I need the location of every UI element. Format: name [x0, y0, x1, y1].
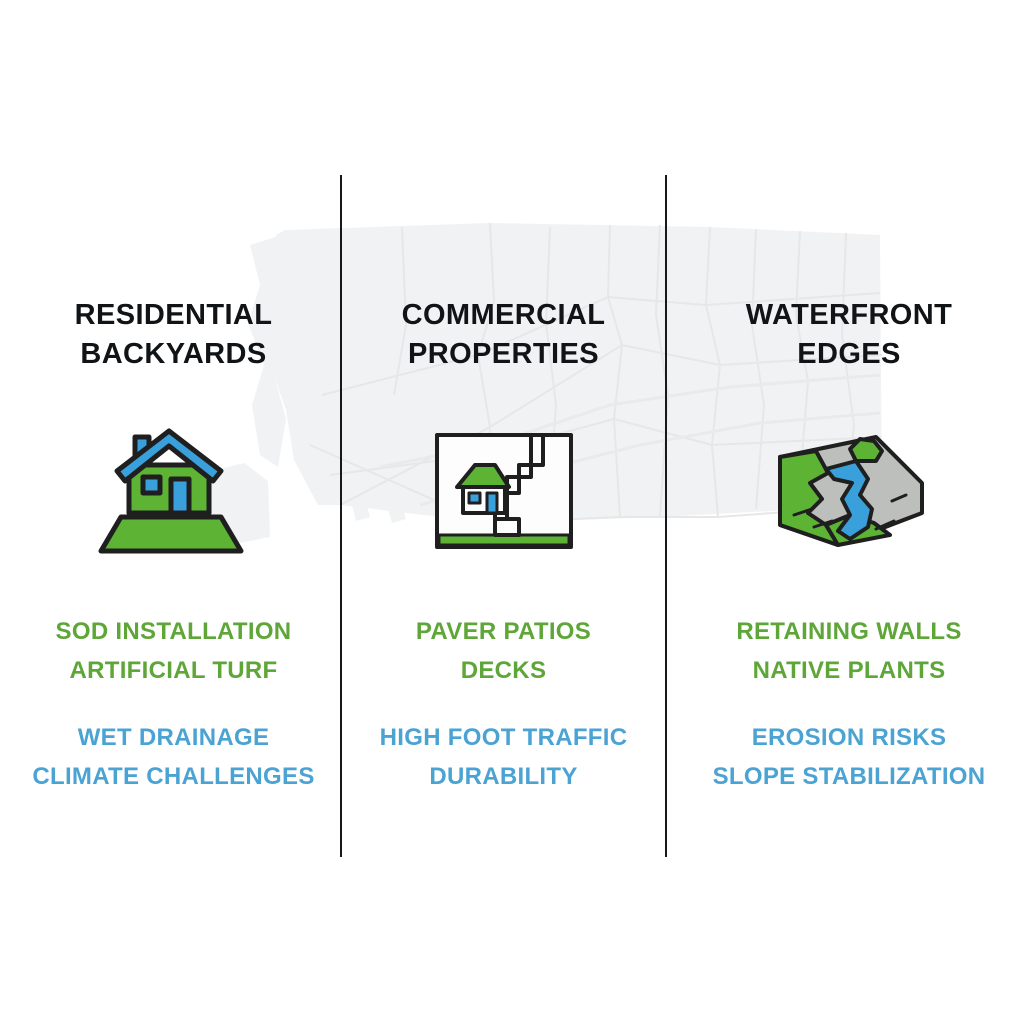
challenges-list-waterfront: EROSION RISKS SLOPE STABILIZATION: [712, 723, 986, 790]
riverbank-slope-terrain-icon: [764, 421, 934, 561]
house-with-lawn-icon: [89, 421, 259, 561]
column-residential-backyards: RESIDENTIAL BACKYARDS: [0, 0, 341, 1024]
column-heading-commercial: COMMERCIAL PROPERTIES: [401, 299, 606, 370]
column-heading-waterfront: WATERFRONT EDGES: [745, 299, 953, 370]
column-commercial-properties: COMMERCIAL PROPERTIES: [341, 0, 666, 1024]
column-divider-2: [665, 175, 667, 857]
services-list-residential: SOD INSTALLATION ARTIFICIAL TURF: [55, 618, 292, 684]
challenges-list-commercial: HIGH FOOT TRAFFIC DURABILITY: [379, 723, 628, 790]
services-list-commercial: PAVER PATIOS DECKS: [415, 618, 592, 684]
commercial-site-plan-icon: [419, 421, 589, 561]
column-divider-1: [340, 175, 342, 857]
services-list-waterfront: RETAINING WALLS NATIVE PLANTS: [736, 618, 962, 684]
column-heading-residential: RESIDENTIAL BACKYARDS: [74, 299, 273, 370]
column-waterfront-edges: WATERFRONT EDGES: [666, 0, 1024, 1024]
challenges-list-residential: WET DRAINAGE CLIMATE CHALLENGES: [32, 723, 315, 790]
